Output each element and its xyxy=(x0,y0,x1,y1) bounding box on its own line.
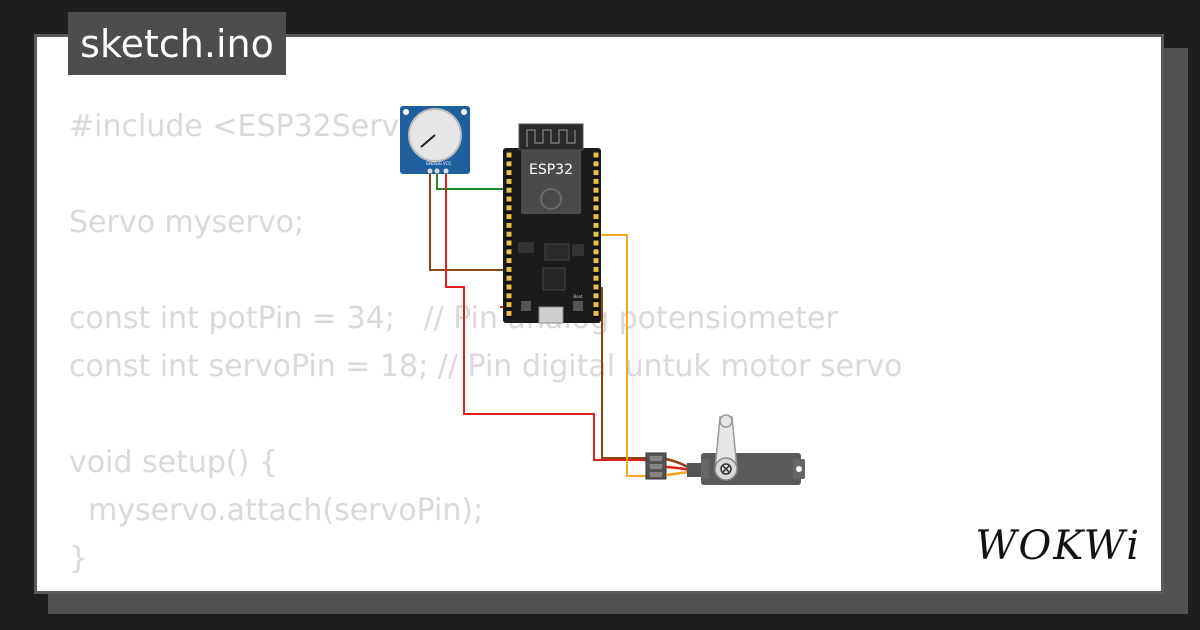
header-pin xyxy=(593,170,599,176)
wire-gnd-brown xyxy=(429,173,504,271)
header-pin xyxy=(506,231,512,237)
pot-knob-indicator xyxy=(420,134,436,148)
header-pin xyxy=(506,187,512,193)
header-pin xyxy=(506,214,512,220)
wires xyxy=(429,173,649,477)
preview-card: #include <ESP32Servo.h> Servo myservo; c… xyxy=(34,34,1164,594)
header-pin xyxy=(506,275,512,281)
header-pin xyxy=(506,249,512,255)
header-pin xyxy=(506,302,512,308)
header-pin xyxy=(593,310,599,316)
header-pin xyxy=(593,187,599,193)
esp32-board[interactable]: ESP32 Boot xyxy=(503,123,601,324)
code-background: #include <ESP32Servo.h> Servo myservo; c… xyxy=(69,103,902,583)
code-line: void setup() { xyxy=(69,445,278,480)
header-pin xyxy=(506,258,512,264)
header-pin xyxy=(506,284,512,290)
esp32-label: ESP32 xyxy=(529,162,573,178)
header-pin xyxy=(506,240,512,246)
header-pin xyxy=(506,266,512,272)
wokwi-logo[interactable]: WOKWi xyxy=(975,523,1141,569)
header-pin xyxy=(593,266,599,272)
file-tab[interactable]: sketch.ino xyxy=(68,12,286,75)
header-pin xyxy=(506,178,512,184)
header-pin xyxy=(593,302,599,308)
code-line: const int potPin = 34; // Pin analog pot… xyxy=(69,301,838,336)
header-pin xyxy=(593,258,599,264)
header-pin xyxy=(593,231,599,237)
code-line: Servo myservo; xyxy=(69,205,305,240)
pot-pin-label: VCC xyxy=(443,161,452,166)
header-pin xyxy=(593,275,599,281)
header-pin xyxy=(593,293,599,299)
header-pin xyxy=(593,284,599,290)
pot-pin-label: GND xyxy=(426,161,435,166)
header-pin xyxy=(506,205,512,211)
pot-pin-label: SIG xyxy=(435,161,442,166)
header-pin xyxy=(593,214,599,220)
potentiometer[interactable]: GND SIG VCC xyxy=(400,106,470,174)
servo-motor[interactable] xyxy=(687,414,805,485)
header-pin xyxy=(593,178,599,184)
code-line: } xyxy=(69,541,89,576)
header-pin xyxy=(593,152,599,158)
boot-label: Boot xyxy=(573,294,583,299)
file-tab-label: sketch.ino xyxy=(80,21,274,66)
espressif-logo-icon xyxy=(540,188,562,210)
header-pin xyxy=(593,240,599,246)
header-pin xyxy=(593,249,599,255)
wire-vcc-red xyxy=(445,173,649,461)
header-pin xyxy=(593,222,599,228)
wire-servo-orange xyxy=(598,234,649,477)
header-pin xyxy=(506,222,512,228)
right-pins xyxy=(593,152,599,316)
header-pin xyxy=(506,293,512,299)
header-pin xyxy=(593,161,599,167)
wire-servo-brown xyxy=(598,287,649,459)
left-pins xyxy=(506,152,512,316)
header-pin xyxy=(506,196,512,202)
code-line: myservo.attach(servoPin); xyxy=(69,493,484,528)
header-pin xyxy=(593,196,599,202)
header-pin xyxy=(506,161,512,167)
code-line: const int servoPin = 18; // Pin digital … xyxy=(69,349,903,384)
circuit-diagram: GND SIG VCC ESP32 xyxy=(400,106,805,485)
header-pin xyxy=(506,152,512,158)
header-pin xyxy=(593,205,599,211)
wire-sig-green xyxy=(436,173,504,190)
header-pin xyxy=(506,310,512,316)
servo-connector xyxy=(645,452,690,480)
header-pin xyxy=(506,170,512,176)
